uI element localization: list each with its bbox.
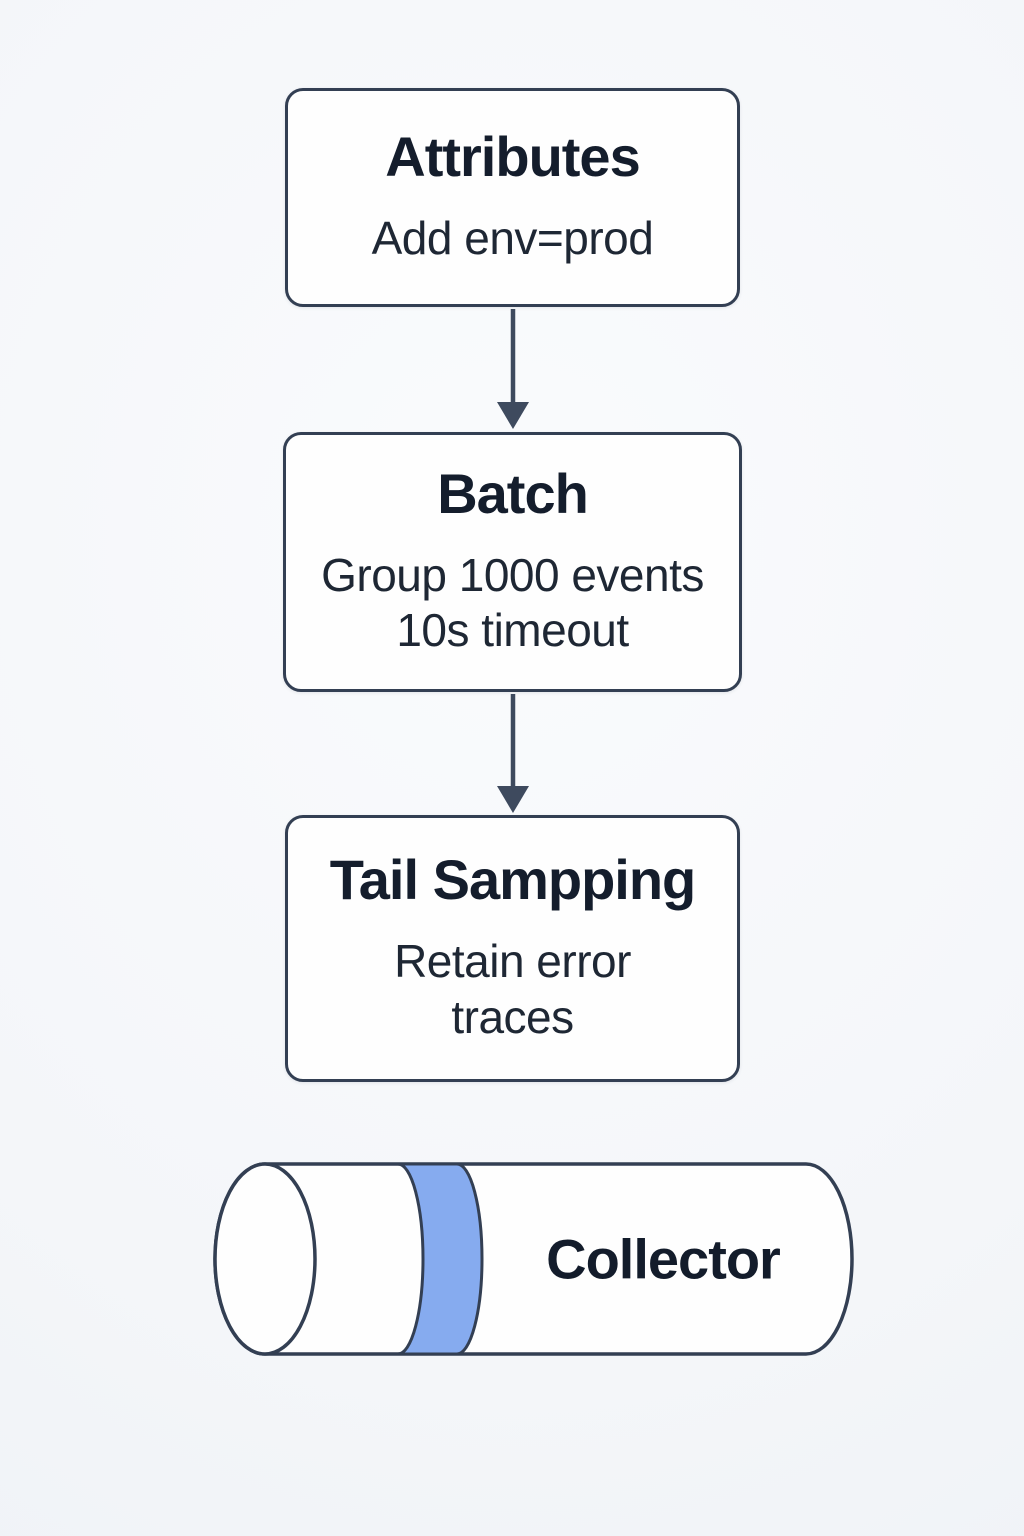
node-subtitle: Add env=prod [372, 211, 654, 266]
node-subtitle: Group 1000 events 10s timeout [321, 548, 704, 658]
node-subtitle: Retain error traces [394, 934, 631, 1044]
node-title: Tail Sampping [329, 848, 697, 912]
cylinder-body [213, 1162, 854, 1356]
cylinder-band [397, 1162, 484, 1356]
node-subtitle-line: Retain error [394, 935, 631, 988]
node-title: Attributes [385, 124, 640, 188]
node-subtitle-line: Add env=prod [371, 211, 654, 264]
flow-arrow-down-icon [497, 309, 529, 429]
flow-arrow-down-icon [497, 694, 529, 813]
node-subtitle-line: traces [451, 990, 574, 1043]
node-subtitle-line: Group 1000 events [321, 548, 704, 601]
node-subtitle-line: 10s timeout [396, 604, 629, 656]
collector-label: Collector [546, 1228, 780, 1291]
node-batch: Batch Group 1000 events 10s timeout [283, 432, 742, 692]
node-attributes: Attributes Add env=prod [285, 88, 740, 307]
collector-cylinder: Collector [213, 1162, 854, 1356]
cylinder-end-cap [213, 1162, 317, 1356]
node-title: Batch [437, 461, 589, 525]
node-tail-sampling: Tail Sampping Retain error traces [285, 815, 740, 1082]
